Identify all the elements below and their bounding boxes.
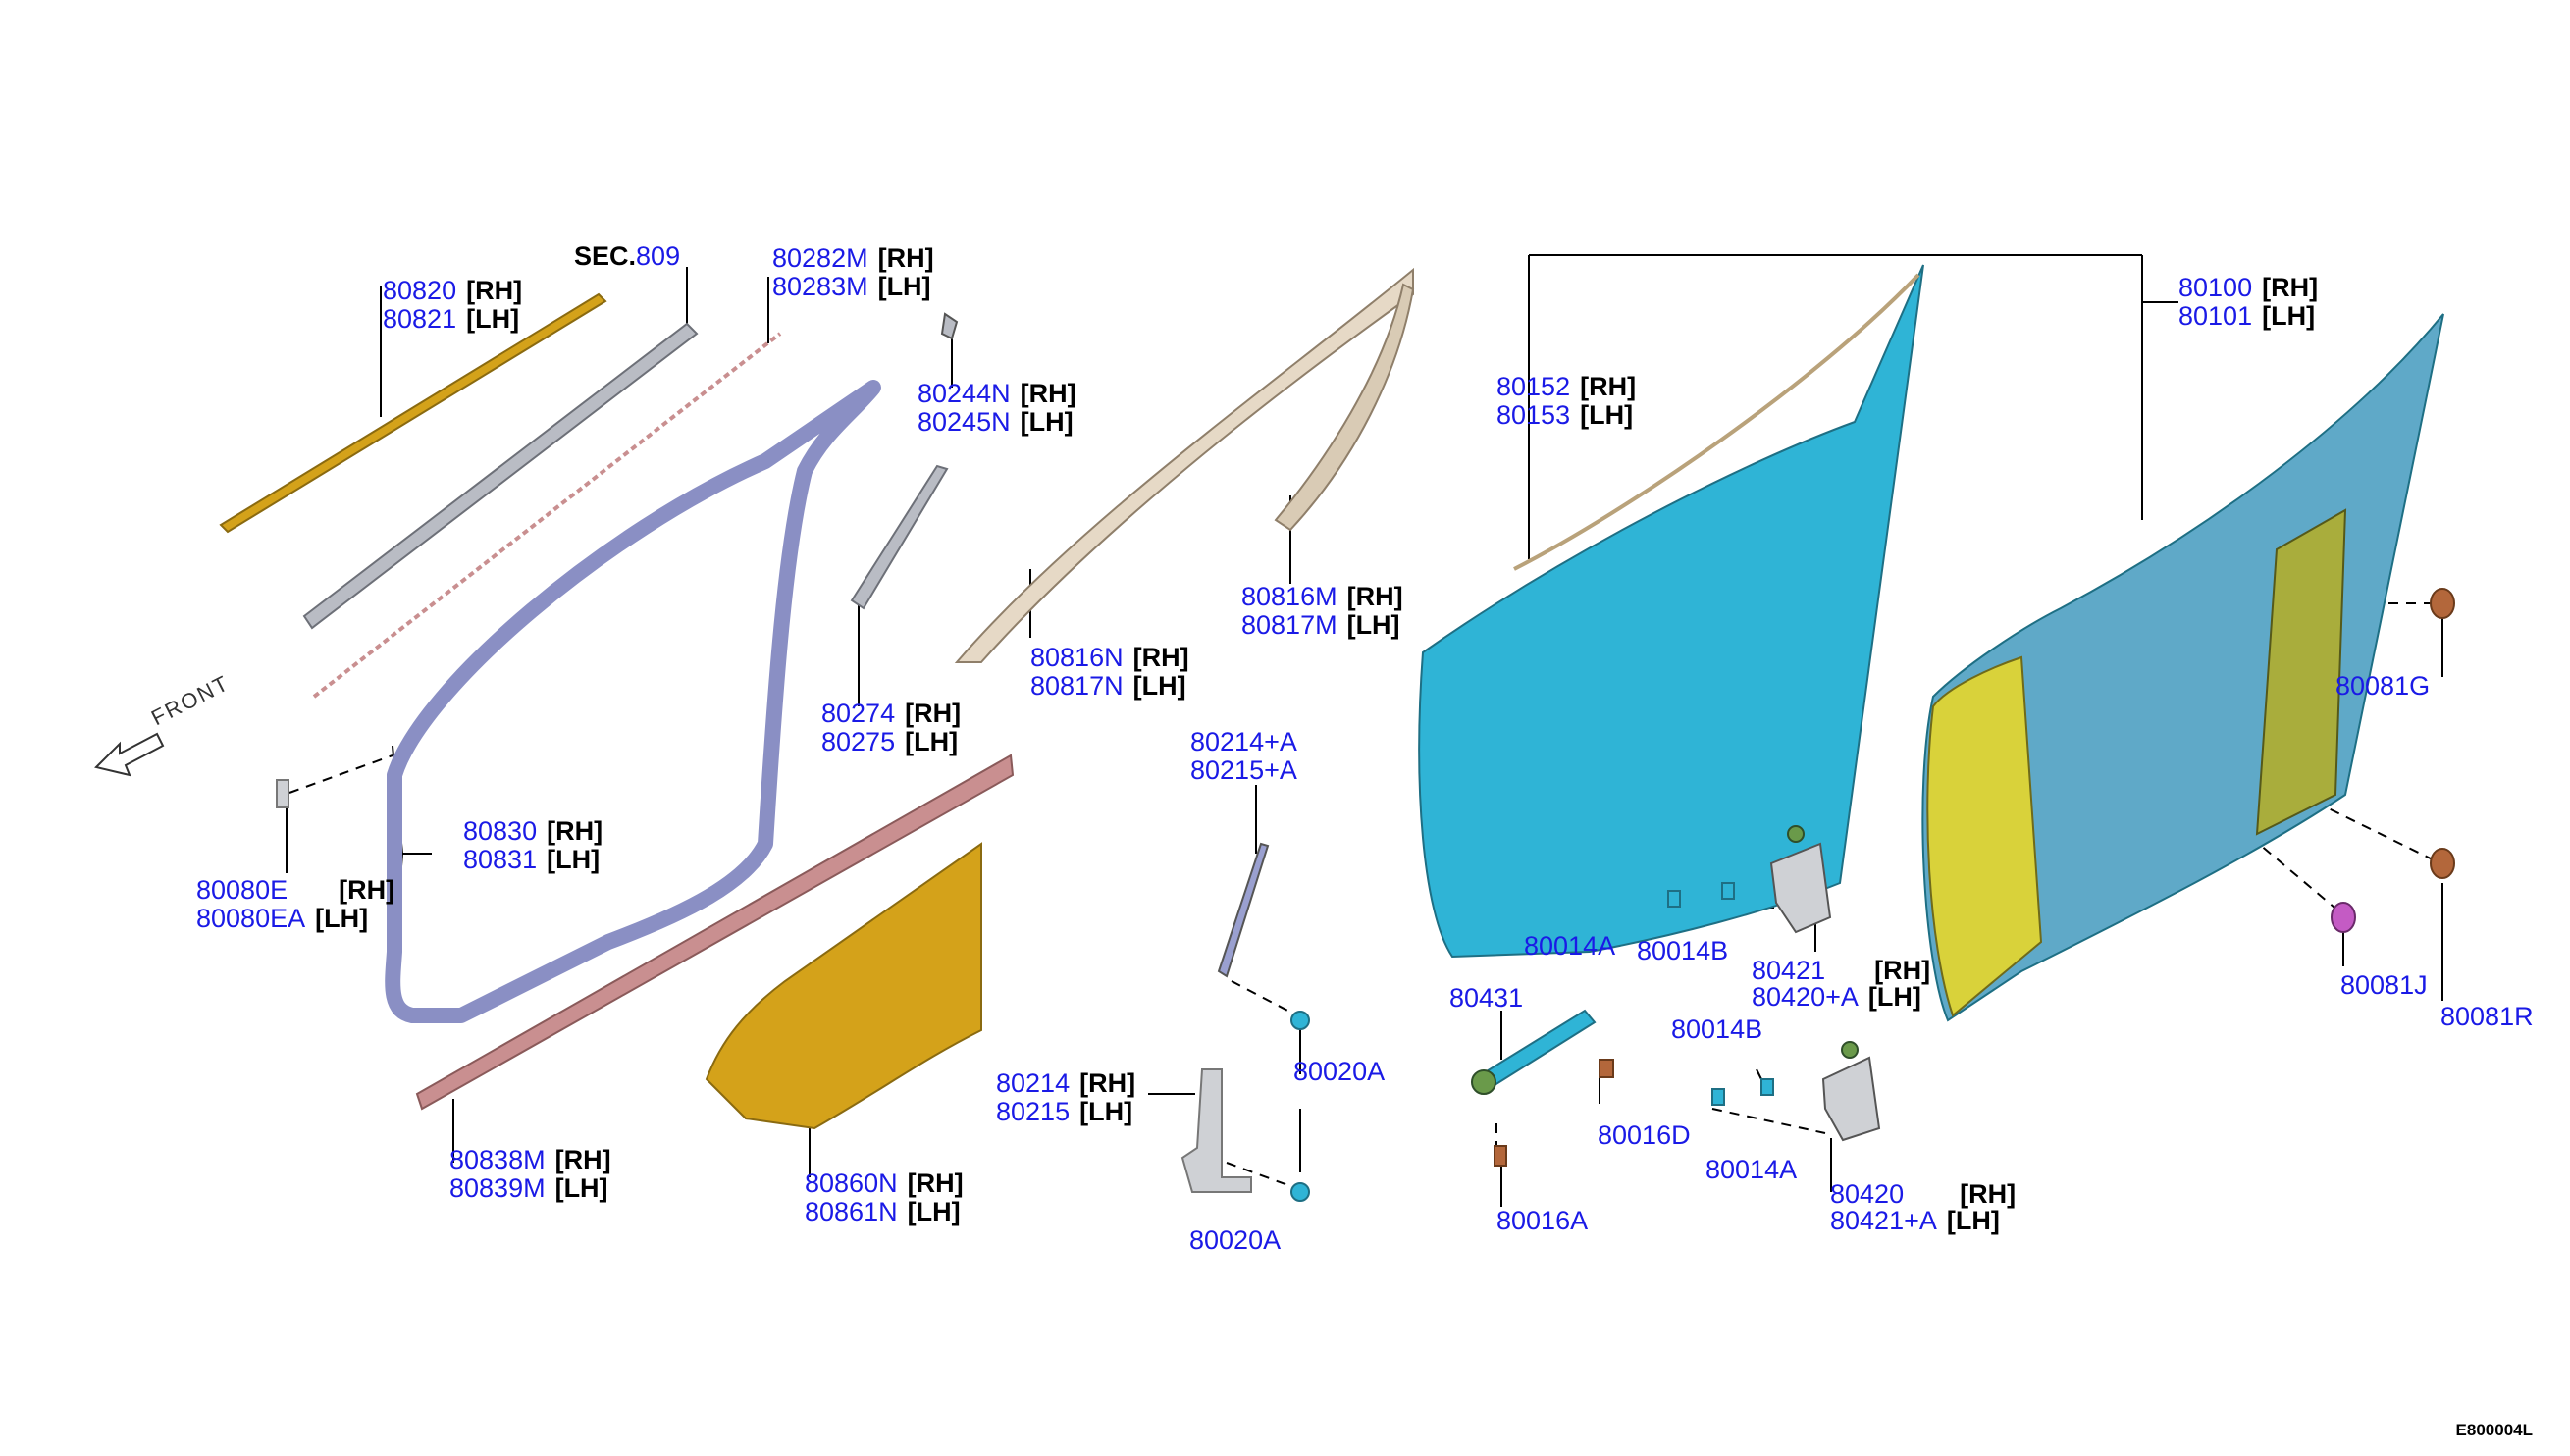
clip-80244N <box>940 312 959 340</box>
hinges-80420 <box>1769 825 1881 1142</box>
label-80080EA: 80080EA[LH] <box>196 904 369 933</box>
roof-drip-molding <box>302 322 699 630</box>
upper-molding-80820 <box>219 292 607 534</box>
door-outer-panel-80152 <box>1418 264 1924 959</box>
label-80100: 80100[RH] <box>2178 273 2319 302</box>
label-80421-plus-a: 80421+A[LH] <box>1830 1206 2000 1235</box>
label-80816N: 80816N[RH] <box>1030 643 1189 672</box>
label-80420-plus-a: 80420+A[LH] <box>1752 982 1921 1012</box>
label-80014A-lower: 80014A <box>1705 1155 1798 1184</box>
clip-80020A <box>1290 1011 1310 1202</box>
label-80153: 80153[LH] <box>1496 400 1634 430</box>
label-80244N: 80244N[RH] <box>918 379 1076 408</box>
label-80081J: 80081J <box>2340 970 2428 1000</box>
label-80016A: 80016A <box>1496 1206 1589 1235</box>
label-80214-plus-a: 80214+A <box>1190 727 1297 756</box>
label-sec-809: SEC.809 <box>574 241 681 271</box>
label-80081R: 80081R <box>2440 1002 2534 1031</box>
plugs-80081 <box>2331 588 2455 933</box>
label-80839M: 80839M[LH] <box>449 1173 608 1203</box>
label-80838M: 80838M[RH] <box>449 1145 611 1174</box>
door-inner-panel-80100 <box>1921 313 2444 1022</box>
check-link-80431 <box>1471 1009 1597 1095</box>
label-80831: 80831[LH] <box>463 845 601 874</box>
label-80014B-upper: 80014B <box>1637 936 1729 965</box>
label-80830: 80830[RH] <box>463 816 603 846</box>
label-80275: 80275[LH] <box>821 727 959 756</box>
label-80081G: 80081G <box>2335 671 2431 701</box>
bracket-80214 <box>1180 842 1270 1193</box>
bolts <box>1494 882 1774 1167</box>
label-80283M: 80283M[LH] <box>772 272 931 301</box>
label-80020A-lower: 80020A <box>1189 1225 1282 1255</box>
garnish-80816M <box>1274 283 1415 532</box>
label-80282M: 80282M[RH] <box>772 243 934 273</box>
label-80214: 80214[RH] <box>996 1068 1136 1098</box>
figure-code: E800004L <box>2455 1421 2533 1439</box>
label-80420: 80420[RH] <box>1830 1179 2017 1209</box>
label-80860N: 80860N[RH] <box>805 1169 964 1198</box>
sash-80274 <box>850 464 949 610</box>
label-80016D: 80016D <box>1598 1120 1691 1150</box>
front-arrow-icon <box>94 732 165 777</box>
label-80152: 80152[RH] <box>1496 372 1637 401</box>
label-80421: 80421[RH] <box>1752 956 1931 985</box>
label-80215: 80215[LH] <box>996 1097 1133 1126</box>
door-seal-80830 <box>385 380 881 1023</box>
label-80274: 80274[RH] <box>821 699 962 728</box>
label-80080E: 80080E[RH] <box>196 875 395 905</box>
label-80215-plus-a: 80215+A <box>1190 755 1297 785</box>
insulator-80860N <box>705 842 982 1130</box>
label-80817N: 80817N[LH] <box>1030 671 1186 701</box>
fastener-80080E <box>276 779 289 808</box>
label-80861N: 80861N[LH] <box>805 1197 961 1226</box>
label-80816M: 80816M[RH] <box>1241 582 1403 611</box>
label-80020A-upper: 80020A <box>1293 1057 1386 1086</box>
label-80101: 80101[LH] <box>2178 301 2316 331</box>
label-80820: 80820[RH] <box>383 276 523 305</box>
weatherstrip-80282M <box>312 332 782 699</box>
label-80014B-lower: 80014B <box>1671 1014 1763 1044</box>
lower-molding-80838M <box>415 754 1015 1111</box>
label-80245N: 80245N[LH] <box>918 407 1074 437</box>
label-80014A-upper: 80014A <box>1524 931 1616 961</box>
label-80817M: 80817M[LH] <box>1241 610 1400 640</box>
label-80821: 80821[LH] <box>383 304 520 334</box>
label-80431: 80431 <box>1449 983 1524 1013</box>
